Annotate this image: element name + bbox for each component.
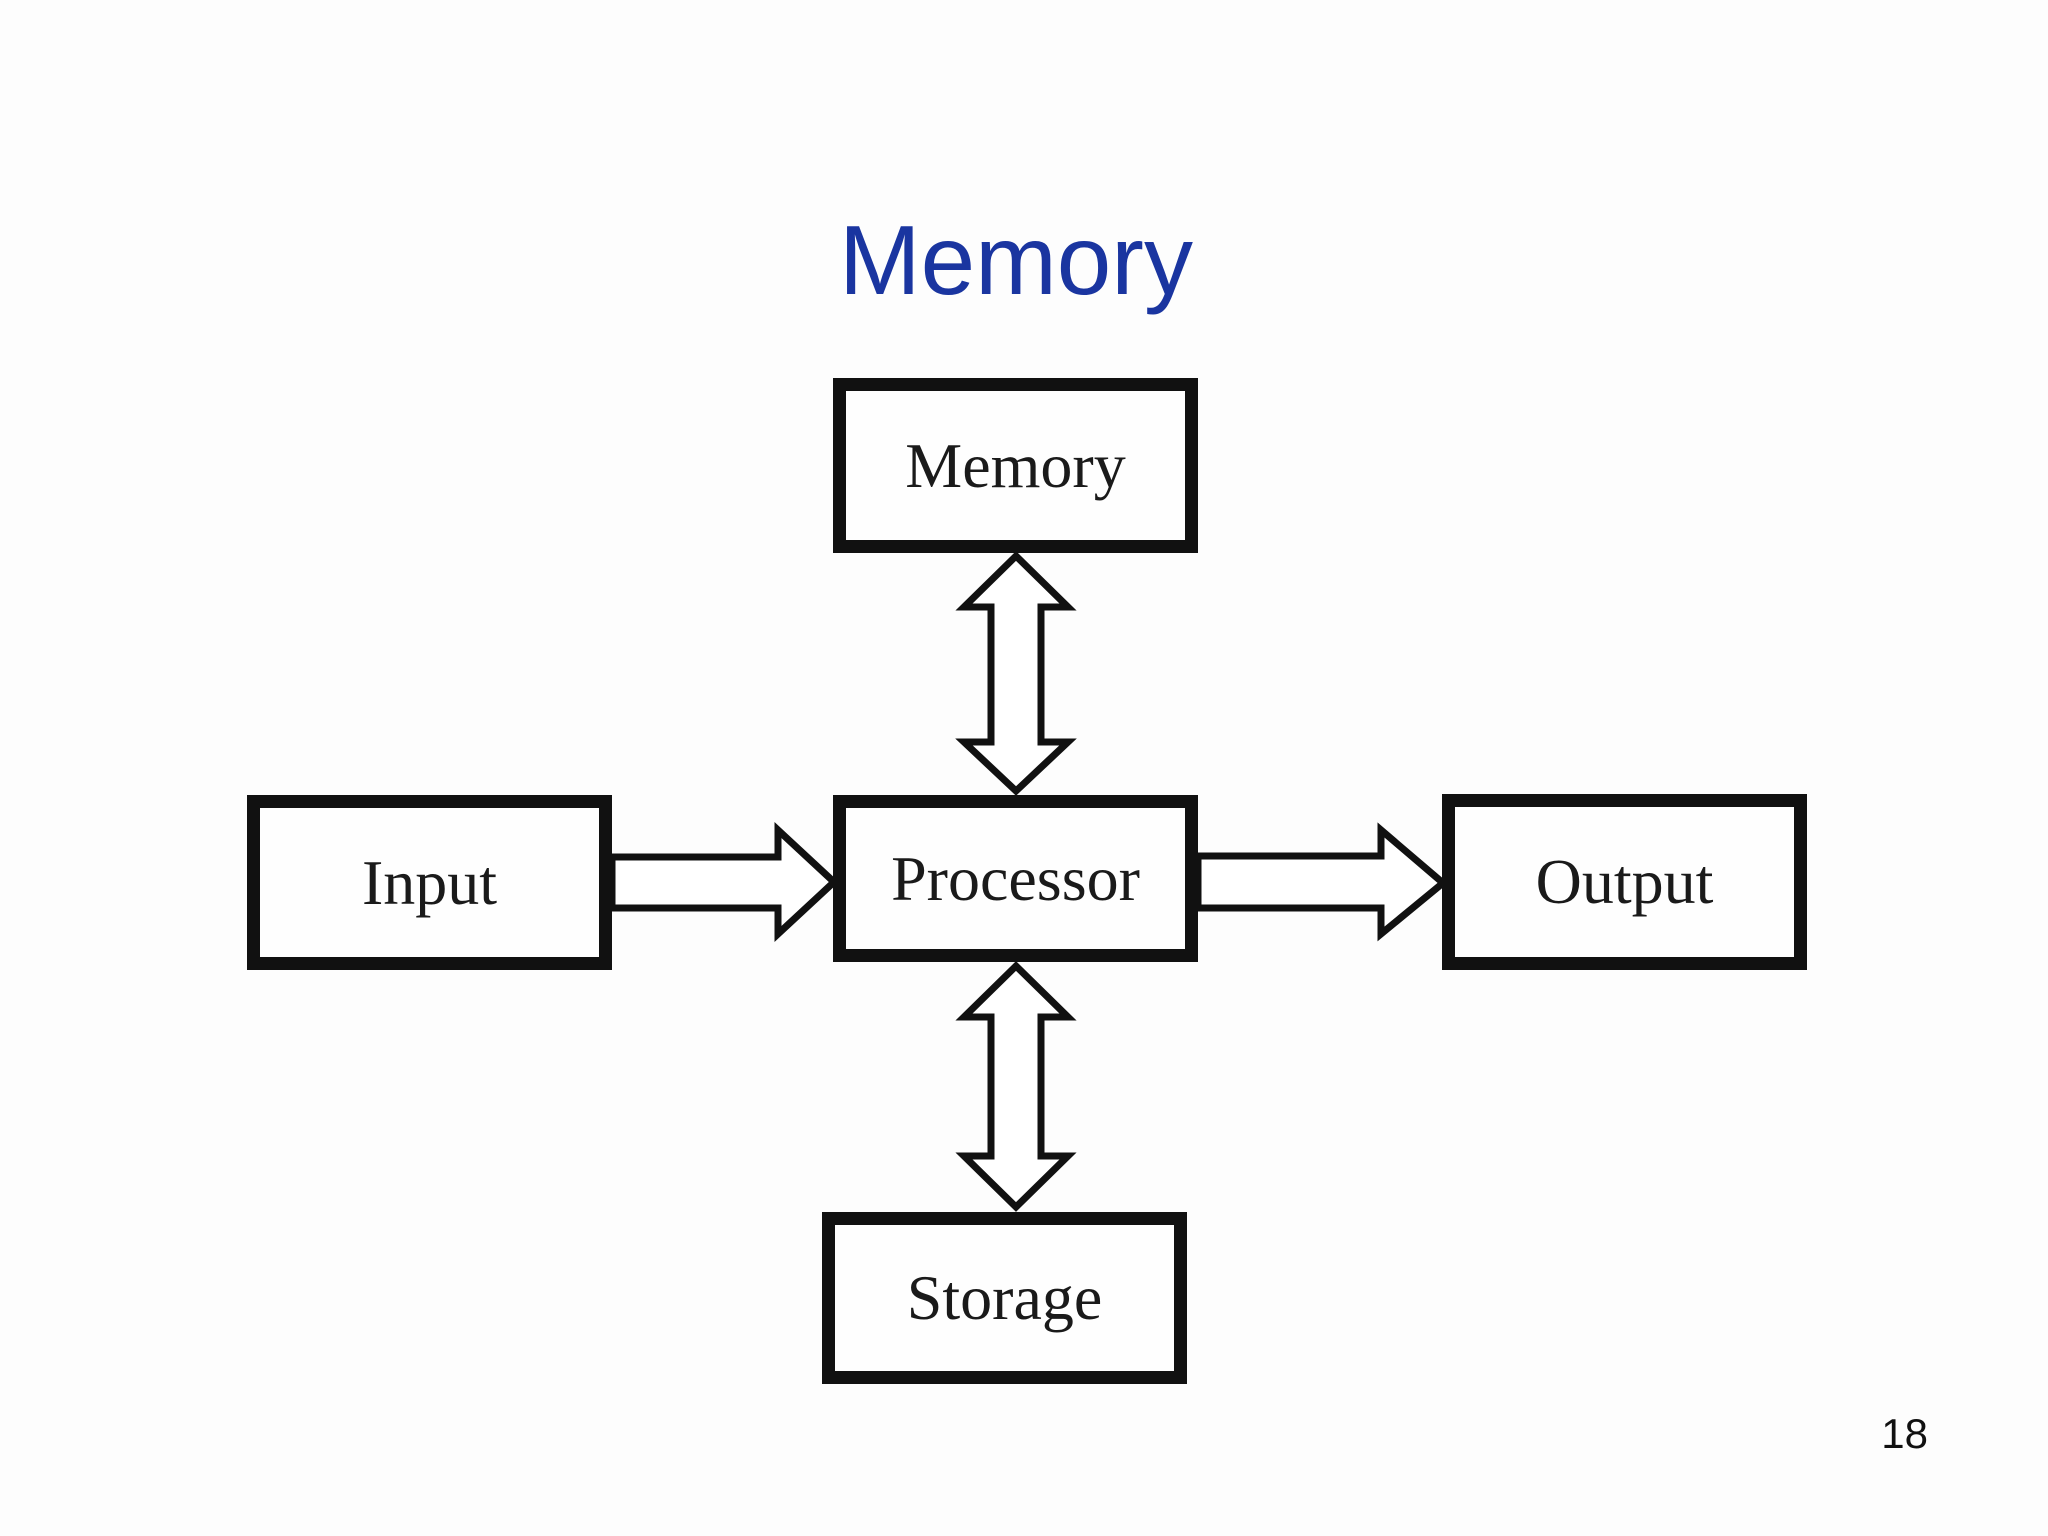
node-processor-label: Processor bbox=[891, 842, 1140, 914]
node-processor: Processor bbox=[833, 795, 1198, 962]
node-storage-label: Storage bbox=[906, 1262, 1103, 1333]
arrow-processor-storage-bidirectional bbox=[955, 961, 1077, 1212]
node-input-label: Input bbox=[361, 846, 498, 918]
node-output: Output bbox=[1442, 794, 1807, 970]
slide-title: Memory bbox=[839, 205, 1193, 315]
node-storage: Storage bbox=[822, 1212, 1187, 1384]
arrow-input-to-processor bbox=[608, 821, 840, 943]
node-memory-label: Memory bbox=[905, 429, 1126, 501]
arrow-processor-to-output bbox=[1194, 822, 1449, 942]
node-memory: Memory bbox=[833, 378, 1198, 553]
node-output-label: Output bbox=[1535, 846, 1714, 917]
node-input: Input bbox=[247, 795, 612, 970]
page-number: 18 bbox=[1881, 1410, 1928, 1457]
arrow-memory-processor-bidirectional bbox=[955, 551, 1077, 796]
